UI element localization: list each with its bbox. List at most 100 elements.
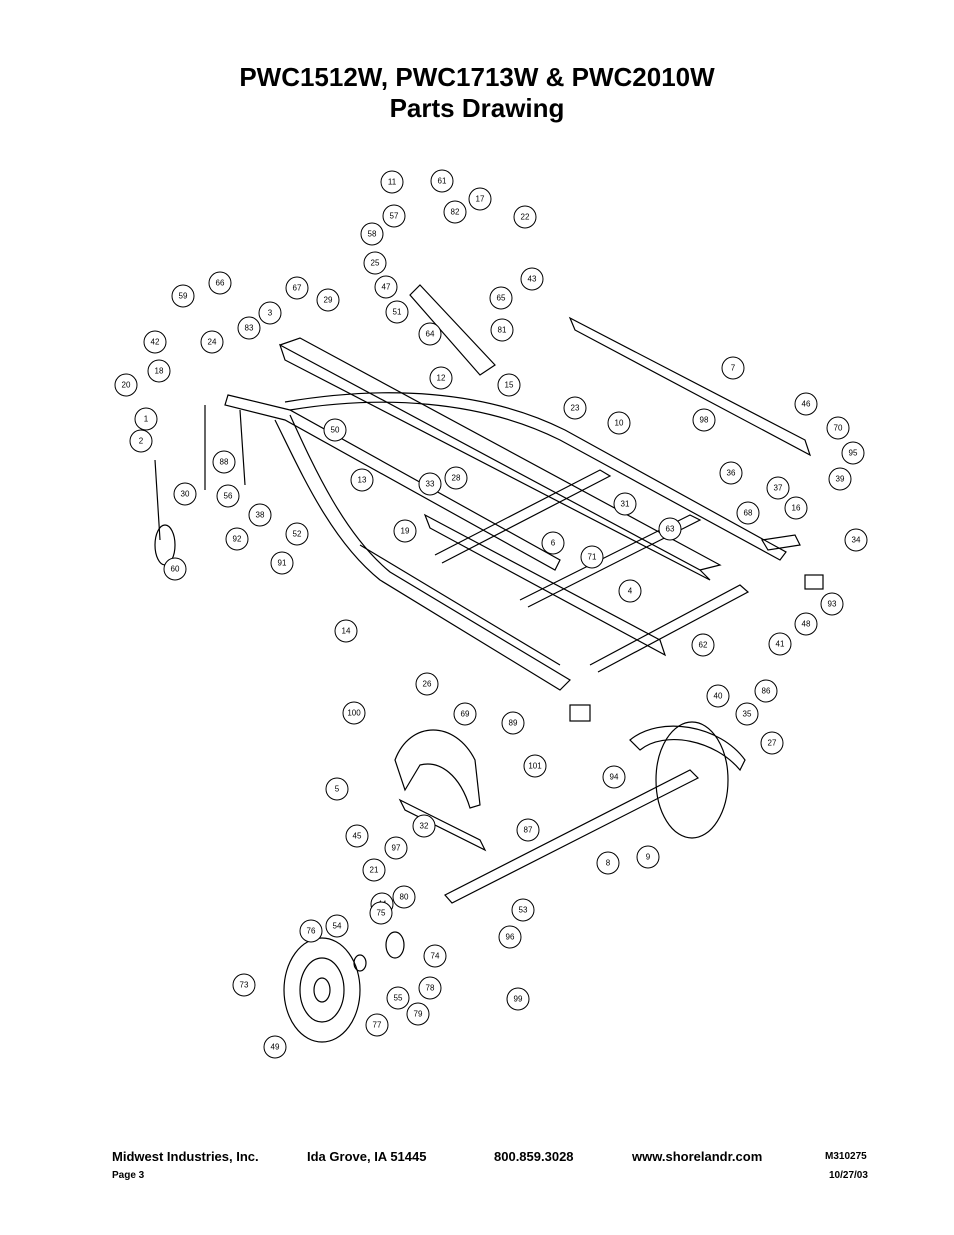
callout-circle	[613, 492, 637, 516]
callout-number: 37	[774, 484, 783, 493]
callout-61: 61	[430, 169, 454, 193]
callout-number: 29	[324, 296, 333, 305]
callout-100: 100	[342, 701, 366, 725]
callout-number: 49	[271, 1043, 280, 1052]
callout-75: 75	[369, 901, 393, 925]
callout-7: 7	[721, 356, 745, 380]
callout-60: 60	[163, 557, 187, 581]
callout-number: 35	[743, 710, 752, 719]
callout-circle	[285, 522, 309, 546]
callout-54: 54	[325, 914, 349, 938]
callout-circle	[768, 632, 792, 656]
callout-number: 71	[588, 553, 597, 562]
callout-21: 21	[362, 858, 386, 882]
callout-number: 21	[370, 866, 379, 875]
callout-circle	[489, 286, 513, 310]
callout-97: 97	[384, 836, 408, 860]
callout-17: 17	[468, 187, 492, 211]
callout-number: 67	[293, 284, 302, 293]
callout-number: 39	[836, 475, 845, 484]
callout-number: 57	[390, 212, 399, 221]
callout-circle	[285, 276, 309, 300]
callout-circle	[736, 501, 760, 525]
callout-number: 68	[744, 509, 753, 518]
callout-number: 20	[122, 381, 131, 390]
callout-number: 17	[476, 195, 485, 204]
callout-circle	[721, 356, 745, 380]
callout-number: 69	[461, 710, 470, 719]
callout-16: 16	[784, 496, 808, 520]
callout-number: 94	[610, 773, 619, 782]
callout-circle	[820, 592, 844, 616]
callout-number: 81	[498, 326, 507, 335]
callout-number: 19	[401, 527, 410, 536]
callout-circle	[334, 619, 358, 643]
callout-number: 48	[802, 620, 811, 629]
page-title: PWC1512W, PWC1713W & PWC2010W	[239, 62, 715, 92]
callout-circle	[129, 429, 153, 453]
callout-8: 8	[596, 851, 620, 875]
callout-48: 48	[794, 612, 818, 636]
callout-51: 51	[385, 300, 409, 324]
callout-32: 32	[412, 814, 436, 838]
callout-number: 30	[181, 490, 190, 499]
callout-circle	[114, 373, 138, 397]
callout-circle	[393, 519, 417, 543]
callout-circle	[444, 466, 468, 490]
callout-74: 74	[423, 944, 447, 968]
callout-13: 13	[350, 468, 374, 492]
callout-number: 47	[382, 283, 391, 292]
callout-number: 51	[393, 308, 402, 317]
callout-number: 43	[528, 275, 537, 284]
callout-number: 24	[208, 338, 217, 347]
trailer-frame-linework	[154, 284, 824, 1043]
callout-22: 22	[513, 205, 537, 229]
callout-circle	[418, 472, 442, 496]
callout-circle	[719, 461, 743, 485]
callout-number: 93	[828, 600, 837, 609]
callout-circle	[580, 545, 604, 569]
callout-71: 71	[580, 545, 604, 569]
callout-26: 26	[415, 672, 439, 696]
callout-86: 86	[754, 679, 778, 703]
callout-circle	[143, 330, 167, 354]
callout-circle	[841, 441, 865, 465]
callout-circle	[374, 275, 398, 299]
callout-27: 27	[760, 731, 784, 755]
callout-62: 62	[691, 633, 715, 657]
callout-circle	[596, 851, 620, 875]
callout-circle	[844, 528, 868, 552]
callout-11: 11	[380, 170, 404, 194]
callout-number: 83	[245, 324, 254, 333]
callout-65: 65	[489, 286, 513, 310]
callout-58: 58	[360, 222, 384, 246]
callout-circle	[501, 711, 525, 735]
callout-78: 78	[418, 976, 442, 1000]
callout-circle	[147, 359, 171, 383]
callout-circle	[658, 517, 682, 541]
callout-circle	[506, 987, 530, 1011]
callout-circle	[418, 976, 442, 1000]
callout-number: 61	[438, 177, 447, 186]
callout-circle	[248, 503, 272, 527]
callout-circle	[258, 301, 282, 325]
callout-number: 9	[646, 853, 651, 862]
callout-circle	[602, 765, 626, 789]
callout-circle	[360, 222, 384, 246]
callout-99: 99	[506, 987, 530, 1011]
callout-number: 23	[571, 404, 580, 413]
callout-45: 45	[345, 824, 369, 848]
callout-circle	[828, 467, 852, 491]
callout-circle	[350, 468, 374, 492]
callout-circle	[216, 484, 240, 508]
callout-37: 37	[766, 476, 790, 500]
callout-circle	[382, 204, 406, 228]
callout-circle	[225, 527, 249, 551]
callout-circle	[385, 300, 409, 324]
callout-circle	[618, 579, 642, 603]
callout-circle	[173, 482, 197, 506]
callout-number: 3	[268, 309, 273, 318]
callout-number: 54	[333, 922, 342, 931]
callout-number: 97	[392, 844, 401, 853]
callout-number: 70	[834, 424, 843, 433]
